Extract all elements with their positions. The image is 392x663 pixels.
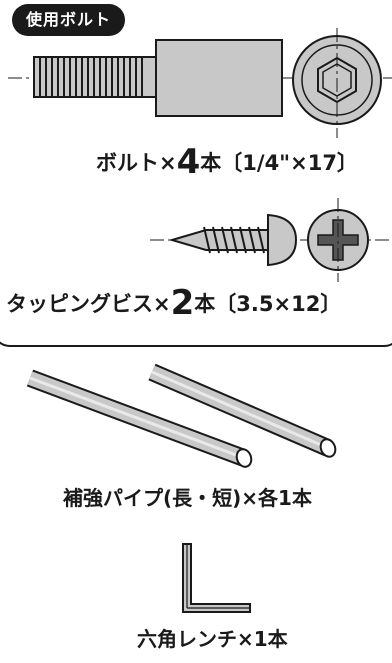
pipes-caption: 補強パイプ(長・短)×各1本 [63,486,312,510]
parts-panel-frame [0,0,392,347]
hex-wrench-caption: 六角レンチ×1本 [137,627,288,651]
bolt-quantity-caption: ボルト×4本〔1/4"×17〕 [96,142,358,182]
short-pipe [148,363,337,458]
long-pipe [26,369,253,468]
reinforcement-pipes-illustration [26,363,337,468]
bolt-quantity: 4 [176,142,201,182]
bolt-caption-suffix: 本〔1/4"×17〕 [200,151,358,175]
screw-caption-prefix: タッピングビス× [6,292,171,316]
bolt-caption-prefix: ボルト× [96,151,177,175]
screw-quantity: 2 [170,283,195,323]
screw-quantity-caption: タッピングビス×2本〔3.5×12〕 [6,283,341,323]
tapping-screw-illustration [150,198,392,282]
screw-caption-suffix: 本〔3.5×12〕 [194,292,342,316]
bolt-illustration [8,28,392,138]
used-bolts-badge: 使用ボルト [12,4,126,36]
hex-wrench-illustration [182,543,251,613]
